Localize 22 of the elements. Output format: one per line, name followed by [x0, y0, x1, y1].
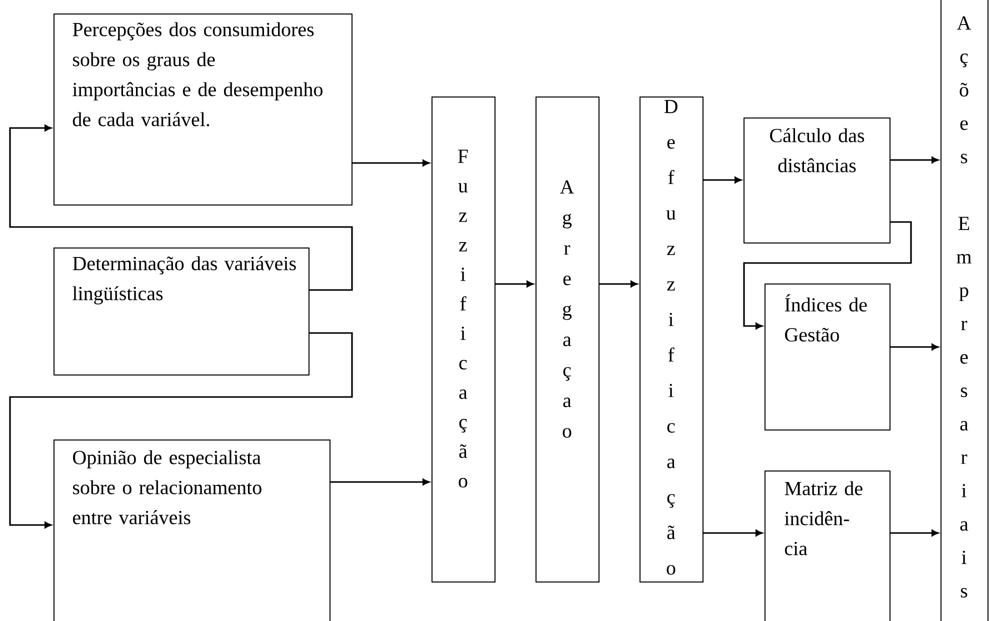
process-box: Ações Empresariais: [940, 0, 988, 621]
arrow: [890, 344, 938, 350]
arrow: [743, 221, 912, 330]
arrow: [890, 156, 938, 164]
arrow: [890, 530, 938, 536]
process-box: Índices de Gestão: [764, 284, 891, 430]
arrow: [330, 478, 430, 486]
arrow: [352, 160, 430, 166]
process-box: Determinação das variáveis lingüísticas: [54, 248, 310, 376]
process-box: Defuzzificação: [640, 96, 704, 582]
process-box: Cálculo das distâncias: [744, 118, 891, 244]
process-box: Agregaçao: [536, 96, 600, 582]
arrow: [600, 280, 638, 288]
process-box: Percepções dos consumidores sobre os graus de importâncias e de desempenho de cada variável.: [54, 14, 352, 206]
arrow: [9, 332, 353, 528]
process-box: Opinião de especialista sobre o relacionamento entre variáveis: [54, 440, 330, 621]
arrow: [9, 124, 353, 291]
process-box: Fuzzificação: [432, 96, 496, 582]
arrow: [496, 280, 534, 288]
arrow: [704, 530, 762, 536]
arrow: [704, 176, 742, 184]
process-box: Matriz de incidên- cia: [764, 470, 891, 621]
